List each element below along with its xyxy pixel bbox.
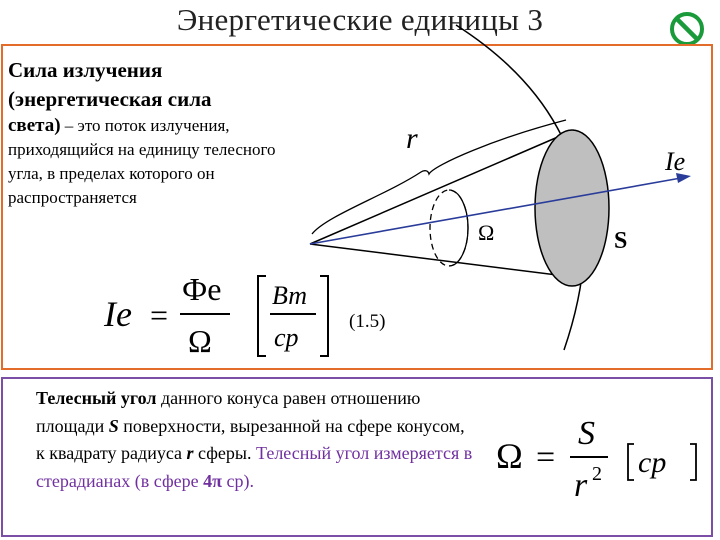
definition-text: Сила излучения (энергетическая сила свет… bbox=[8, 56, 308, 210]
solid-angle-text-1: данного конуса равен отношению площади bbox=[36, 388, 421, 436]
label-s: S bbox=[614, 228, 627, 254]
solid-angle-purple-text: Телесный угол измеряется в стерадианах (… bbox=[36, 443, 473, 491]
formula2-unit: ср bbox=[638, 446, 666, 479]
equation-number: (1.5) bbox=[349, 311, 386, 332]
formula1-unit-den: ср bbox=[274, 323, 299, 352]
solid-angle-r: r bbox=[186, 443, 194, 463]
no-entry-icon[interactable] bbox=[668, 10, 706, 48]
term-line-1: Сила излучения bbox=[8, 58, 163, 82]
formula1-numerator: Фe bbox=[182, 271, 221, 307]
ie-arrow-head bbox=[676, 173, 691, 183]
term-line-2: (энергетическая сила bbox=[8, 87, 212, 111]
formula2-numerator: S bbox=[578, 415, 595, 452]
solid-angle-panel bbox=[1, 377, 713, 537]
formula2-bracket-right bbox=[690, 443, 697, 481]
solid-angle-four-pi: 4π bbox=[203, 470, 222, 491]
formula2-denominator: r bbox=[574, 467, 588, 504]
formula-solid-angle: Ω = S r 2 ср bbox=[496, 415, 697, 504]
radius-brace bbox=[311, 119, 567, 235]
formula2-exponent: 2 bbox=[592, 463, 602, 485]
cone-bottom-edge bbox=[309, 243, 582, 279]
slide-title: Энергетические единицы 3 bbox=[176, 2, 544, 37]
solid-angle-text-3: сферы. bbox=[193, 443, 257, 463]
cone-top-edge bbox=[309, 129, 575, 245]
solid-angle-s: S bbox=[108, 415, 119, 436]
formula1-equals: = bbox=[150, 297, 168, 333]
definition-rest: – это поток излучения, приходящийся на е… bbox=[8, 116, 276, 207]
label-r: r bbox=[406, 122, 418, 155]
formula1-lhs: Ie bbox=[103, 294, 132, 334]
definition-panel bbox=[1, 44, 713, 370]
formula2-lhs: Ω bbox=[496, 436, 523, 476]
ie-arrow-line bbox=[309, 177, 682, 245]
solid-angle-tail: ср). bbox=[221, 470, 254, 491]
term-line-3: света) bbox=[8, 115, 61, 136]
formula1-unit-num: Вт bbox=[272, 281, 307, 310]
solid-angle-text-2: поверхности, вырезанной на сфере конусом… bbox=[36, 415, 465, 464]
solid-angle-term: Телесный угол bbox=[36, 388, 157, 408]
formula1-bracket-left bbox=[257, 275, 266, 357]
cone-diagram: r Ie Ω S bbox=[309, 24, 691, 351]
formula-intensity: Ie = Фe Ω Вт ср bbox=[103, 271, 329, 359]
formula2-bracket-left bbox=[627, 443, 634, 481]
label-ie: Ie bbox=[664, 147, 685, 176]
formula1-denominator: Ω bbox=[188, 323, 212, 359]
formula2-equals: = bbox=[536, 439, 555, 476]
small-section-solid bbox=[448, 189, 469, 267]
label-omega: Ω bbox=[478, 220, 494, 245]
formula1-bracket-right bbox=[320, 275, 329, 357]
area-disk bbox=[534, 129, 610, 287]
solid-angle-text: Телесный угол данного конуса равен отнош… bbox=[36, 385, 476, 495]
